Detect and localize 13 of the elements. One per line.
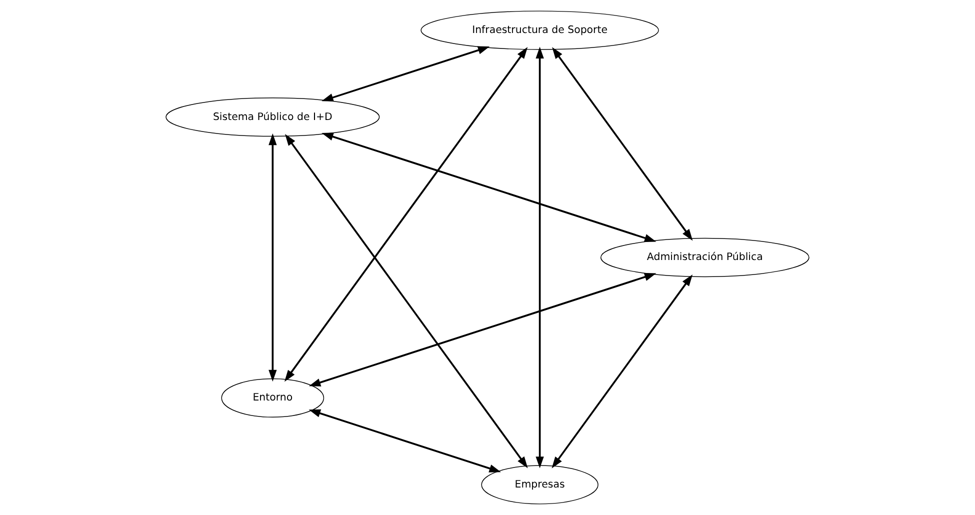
arrow (552, 47, 693, 241)
arrow (308, 409, 501, 472)
node-ellipse: Sistema Público de I+D (166, 98, 380, 137)
arrow (322, 132, 656, 242)
node-ellipse: Infraestructura de Soporte (420, 10, 659, 50)
arrow (322, 46, 490, 102)
arrow (552, 274, 693, 468)
arrow (308, 273, 656, 386)
node-ellipse: Administración Pública (600, 238, 810, 278)
arrow (284, 47, 528, 382)
arrow (284, 134, 528, 468)
arrow (268, 133, 277, 382)
arrow (536, 46, 544, 468)
